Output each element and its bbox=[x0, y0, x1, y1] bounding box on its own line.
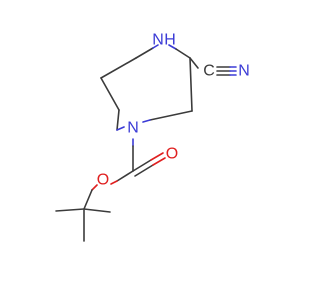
bond-tbu-me2 bbox=[83, 208, 111, 213]
bond-carbonyl-o-2b bbox=[152, 157, 166, 166]
bond-c8-nh bbox=[135, 47, 154, 59]
atom-n-nitrile: N bbox=[238, 63, 250, 80]
bond-c7-c8 bbox=[100, 57, 137, 79]
bond-carbonyl-o-1 bbox=[132, 159, 152, 172]
bond-c6-c5 bbox=[116, 109, 120, 131]
bond-tbu-me1 bbox=[55, 208, 85, 212]
bond-c3-cn bbox=[189, 57, 199, 69]
bond-oester-tbu-hetero bbox=[91, 184, 98, 191]
atom-nh-hydrogen: H bbox=[164, 32, 176, 49]
bond-nh-c3 bbox=[175, 48, 191, 59]
atom-nh: N H bbox=[152, 32, 176, 49]
atom-nh-symbol: N bbox=[152, 32, 164, 49]
atom-o-ester: O bbox=[97, 172, 109, 189]
atom-c-nitrile: C bbox=[203, 63, 215, 80]
bond-c3-c2 bbox=[189, 57, 193, 112]
atom-n-ring: N bbox=[127, 120, 139, 137]
bond-c2-n1-hetero bbox=[142, 119, 151, 123]
bond-c2-n1 bbox=[149, 110, 193, 121]
bond-c8-nh-hetero bbox=[152, 44, 159, 49]
atom-o-carbonyl: O bbox=[166, 146, 178, 163]
bond-c7-c6 bbox=[100, 77, 120, 111]
bond-nh-c3-hetero bbox=[168, 44, 177, 50]
bond-carbonyl-o-2 bbox=[134, 164, 154, 177]
bond-c5-n1-hetero bbox=[116, 126, 125, 131]
bond-carbonyl-oester-hetero bbox=[110, 180, 118, 185]
bond-oester-tbu bbox=[83, 189, 93, 210]
bond-carbonyl-o-1b bbox=[150, 152, 164, 161]
bond-carbonyl-oester bbox=[116, 170, 134, 182]
molecule-structure: N H N C N O O bbox=[55, 32, 250, 242]
